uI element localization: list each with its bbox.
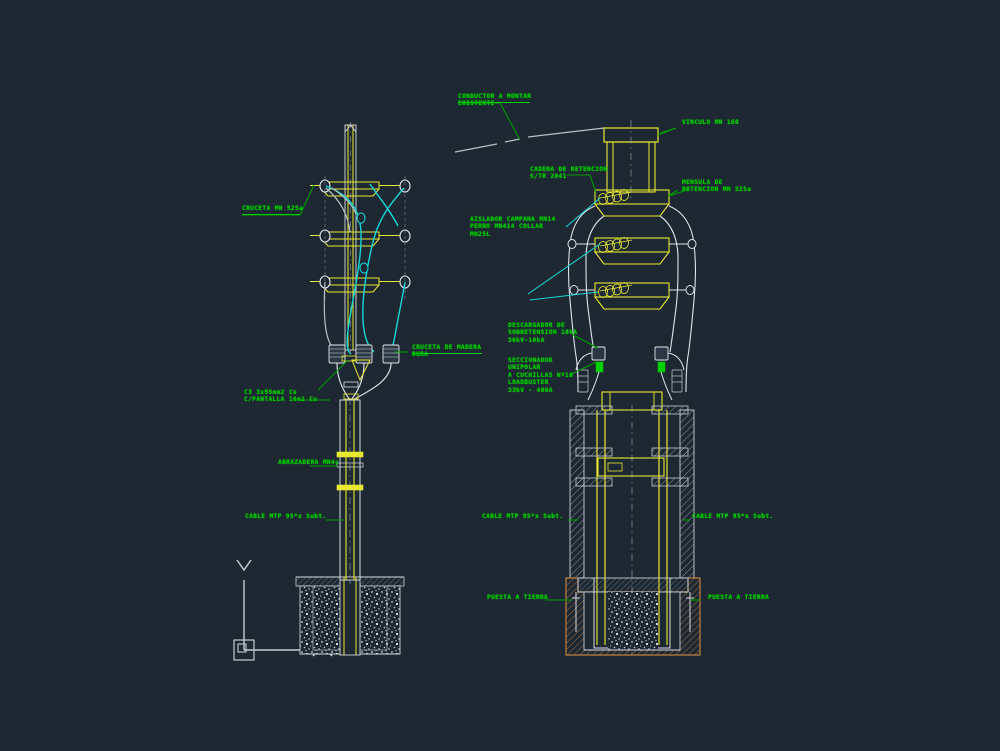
label-abrazadera: ABRAZADERA MN4c — [278, 459, 340, 466]
left-crossarm-middle — [310, 229, 411, 247]
label-puesta-a-tierra-right: PUESTA A TIERRA — [708, 594, 770, 601]
left-cable-runs-grey — [323, 187, 357, 353]
right-brace-plates — [575, 405, 689, 487]
right-arrester-switch-assembly — [575, 346, 685, 401]
right-retention-assembly-1 — [593, 188, 691, 217]
insulator-string-3 — [598, 282, 633, 298]
right-cable-bundle-outline — [567, 205, 697, 393]
label-seccionador-unipolar: SECCIONADOR UNIPOLAR A CUCHILLAS Nº10 LO… — [508, 357, 574, 394]
earth-rods — [572, 592, 694, 632]
left-pole-shaft — [336, 398, 364, 584]
right-retention-assembly-2 — [593, 237, 671, 265]
right-foundation — [565, 577, 701, 656]
left-pole-upper-mast — [344, 122, 357, 352]
left-pole-buried-shaft — [339, 576, 361, 656]
label-puesta-a-tierra-left: PUESTA A TIERRA — [487, 594, 549, 601]
left-insulator-centerlines — [324, 176, 406, 300]
right-silhouette-ties — [567, 239, 697, 295]
insulator-string-2 — [598, 237, 633, 253]
label-mensula-retencion: MENSULA DE RETENCION MN 525a — [682, 179, 752, 194]
right-pole-elevation — [454, 120, 701, 656]
left-pole-elevation — [295, 122, 411, 656]
label-aislador-campana: AISLADOR CAMPANA MN14 PERNO MN414 COLLAR… — [470, 216, 556, 238]
right-retention-assembly-3 — [593, 282, 671, 310]
right-top-mast — [603, 120, 677, 200]
left-cable-nodes — [356, 212, 369, 274]
left-cable-terminations — [328, 344, 400, 401]
label-cadena-retencion: CADENA DE RETENCION S/TR 2041 — [530, 166, 608, 181]
label-conductor-cobre: C3 3x95mm2 Cu C/PANTALLA 16m2 Cu — [244, 389, 318, 404]
label-cable-mt-left: CABLE MTP 95*x Subt. — [245, 513, 327, 520]
label-montar-existente: CONDUCTOR A MONTAR EXISTENTE — [458, 93, 532, 108]
label-cruceta-de-madera-dura: CRUCETA DE MADERA DURA — [412, 344, 482, 359]
label-cruceta-mn-525a: CRUCETA MN 525a — [242, 205, 304, 212]
right-incoming-conductor — [454, 127, 605, 153]
label-vinculo-mn-160: VINCULO MN 160 — [682, 119, 740, 126]
annotation-underlines — [242, 102, 530, 354]
label-cable-mt-right: CABLE MTP 95*x Subt. — [692, 513, 774, 520]
label-descargador-sobretension: DESCARGADOR DE SOBRETENSION 10kA 36kV-10… — [508, 322, 578, 344]
label-cable-mt-center: CABLE MTP 95*x Subt. — [482, 513, 564, 520]
